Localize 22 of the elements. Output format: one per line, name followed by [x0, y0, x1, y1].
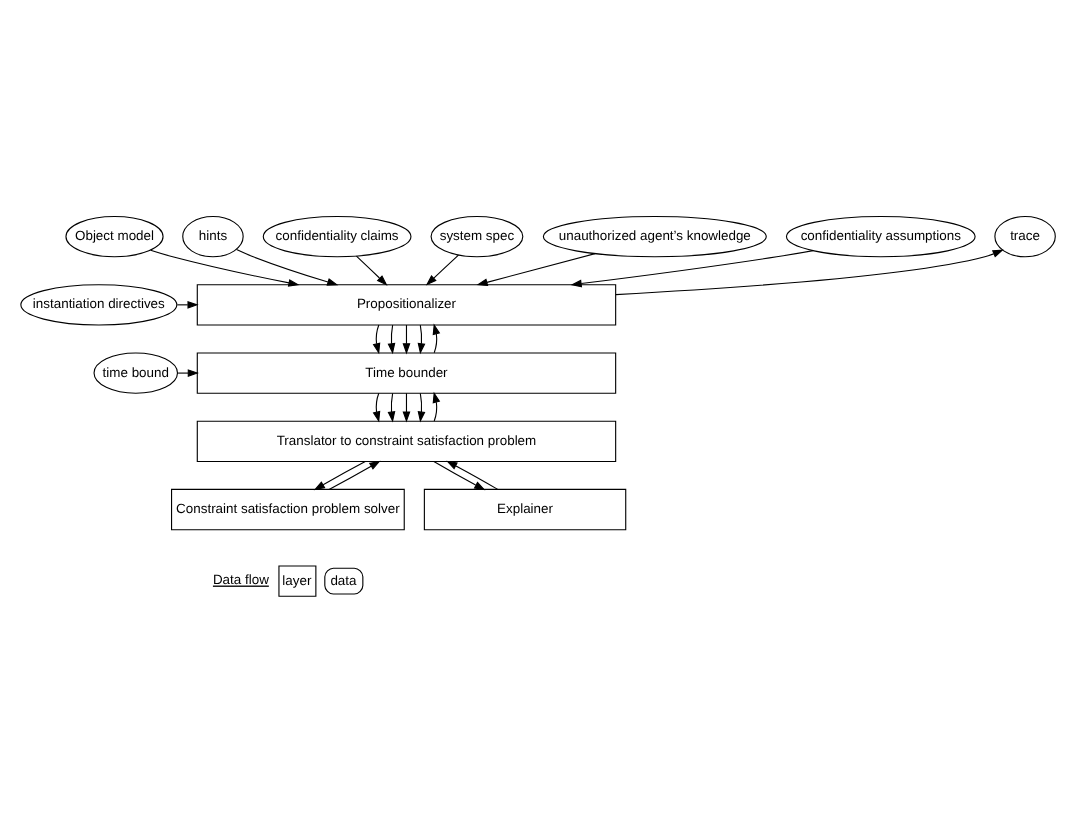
arrow — [417, 392, 426, 423]
arrow — [236, 249, 339, 286]
arrow — [476, 253, 596, 287]
arrow — [615, 249, 1004, 296]
arrow — [433, 461, 486, 491]
arrow — [387, 324, 396, 355]
arrow — [402, 324, 411, 355]
arrow — [432, 323, 441, 354]
arrow — [355, 255, 388, 286]
arrow — [402, 392, 411, 423]
arrow — [387, 392, 396, 423]
arrow — [328, 460, 381, 490]
arrow — [425, 254, 459, 286]
arrow — [446, 460, 499, 490]
arrow — [417, 324, 426, 355]
arrow — [372, 392, 381, 423]
arrow — [150, 249, 300, 287]
arrow — [372, 324, 381, 355]
arrow — [177, 369, 199, 377]
arrow — [432, 391, 441, 422]
arrow — [313, 461, 366, 491]
arrow — [570, 250, 814, 288]
